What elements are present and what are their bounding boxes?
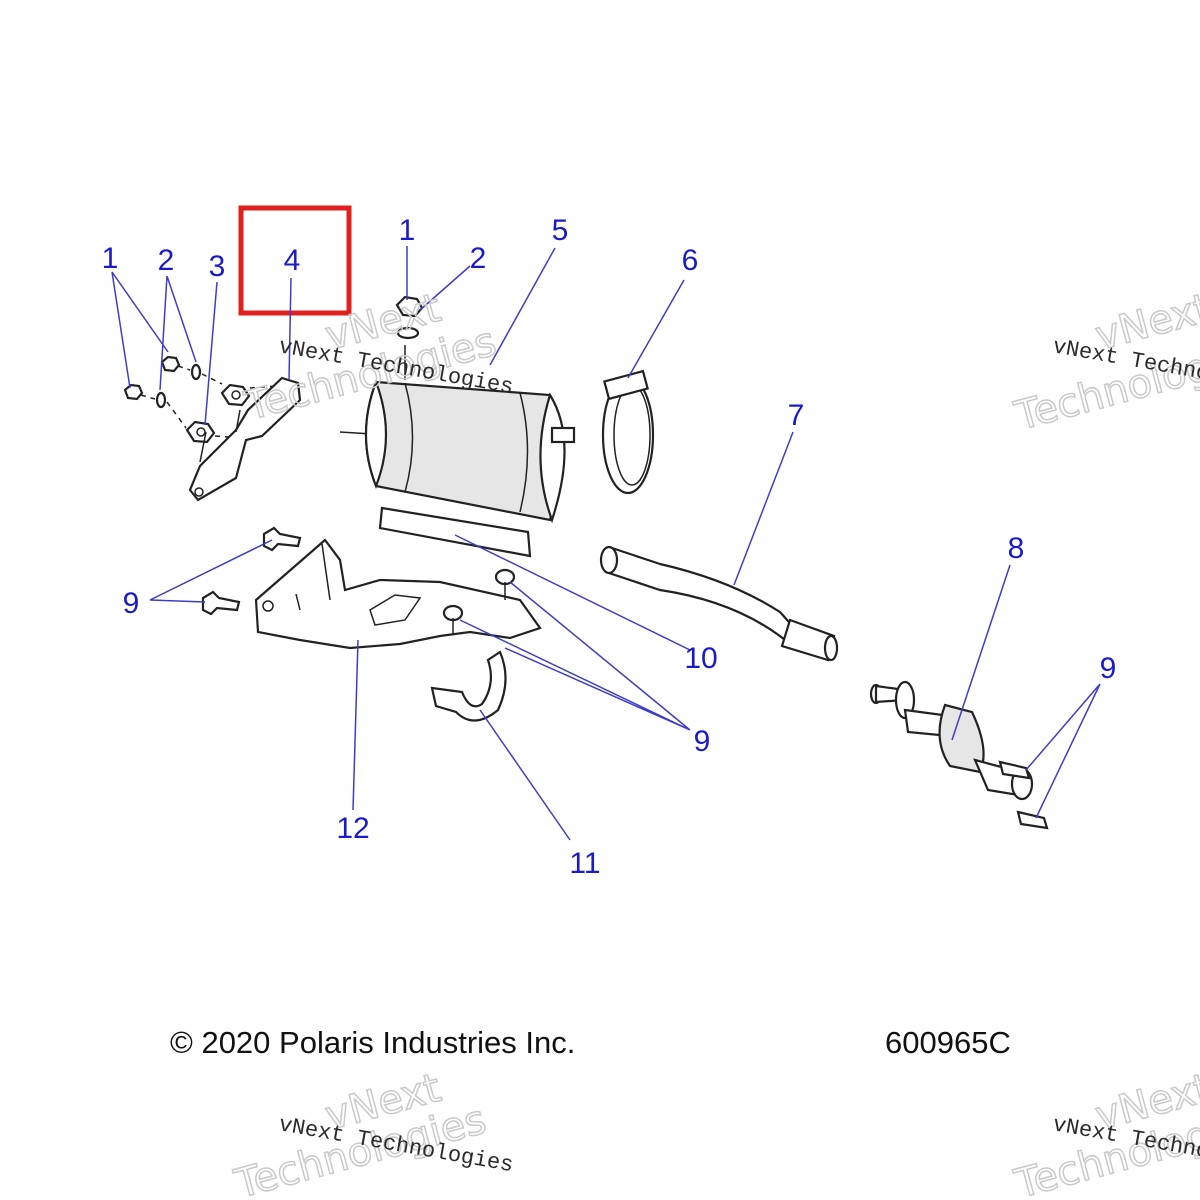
callout-10: 10 [684,642,717,675]
callout-9-right: 9 [1100,652,1117,685]
callout-12: 12 [336,812,369,845]
callout-1-top: 1 [399,214,416,247]
callout-11: 11 [569,847,600,880]
leader-lines [111,246,1101,841]
starter-drive [869,680,1049,830]
callout-2-left: 2 [158,244,175,277]
callout-4: 4 [284,244,301,277]
watermark-bottom-left: vNext Technologies vNext Technologies [229,1064,515,1200]
strap-bracket [430,650,507,722]
hose-clamp [601,369,655,495]
figure-number: 600965C [885,1025,1011,1060]
callout-2-top: 2 [470,242,487,275]
left-bracket-assembly [123,355,302,502]
mounting-bracket [201,526,542,650]
watermark-top-left: vNext Technologies vNext Technologies [239,284,515,430]
watermark-top-right: vNext Technologies vNext Technologies [1009,284,1200,440]
callout-1-left: 1 [102,242,119,275]
starter-motor [339,295,576,524]
callout-5: 5 [552,214,569,247]
callout-7: 7 [788,399,805,432]
callout-6: 6 [682,244,699,277]
insulator-pad [378,506,532,558]
callout-3: 3 [209,250,226,283]
callouts: 1 2 3 4 1 2 5 6 7 8 9 9 9 10 11 12 [102,214,1117,880]
callout-8: 8 [1008,532,1025,565]
callout-9-center: 9 [694,725,711,758]
watermark-bottom-right: vNext Technologies vNext Technologies [1009,1064,1200,1200]
copyright-notice: © 2020 Polaris Industries Inc. [170,1025,576,1060]
callout-9-left: 9 [123,587,140,620]
highlight-box-part-4 [238,205,352,316]
boot-cable [599,545,839,662]
